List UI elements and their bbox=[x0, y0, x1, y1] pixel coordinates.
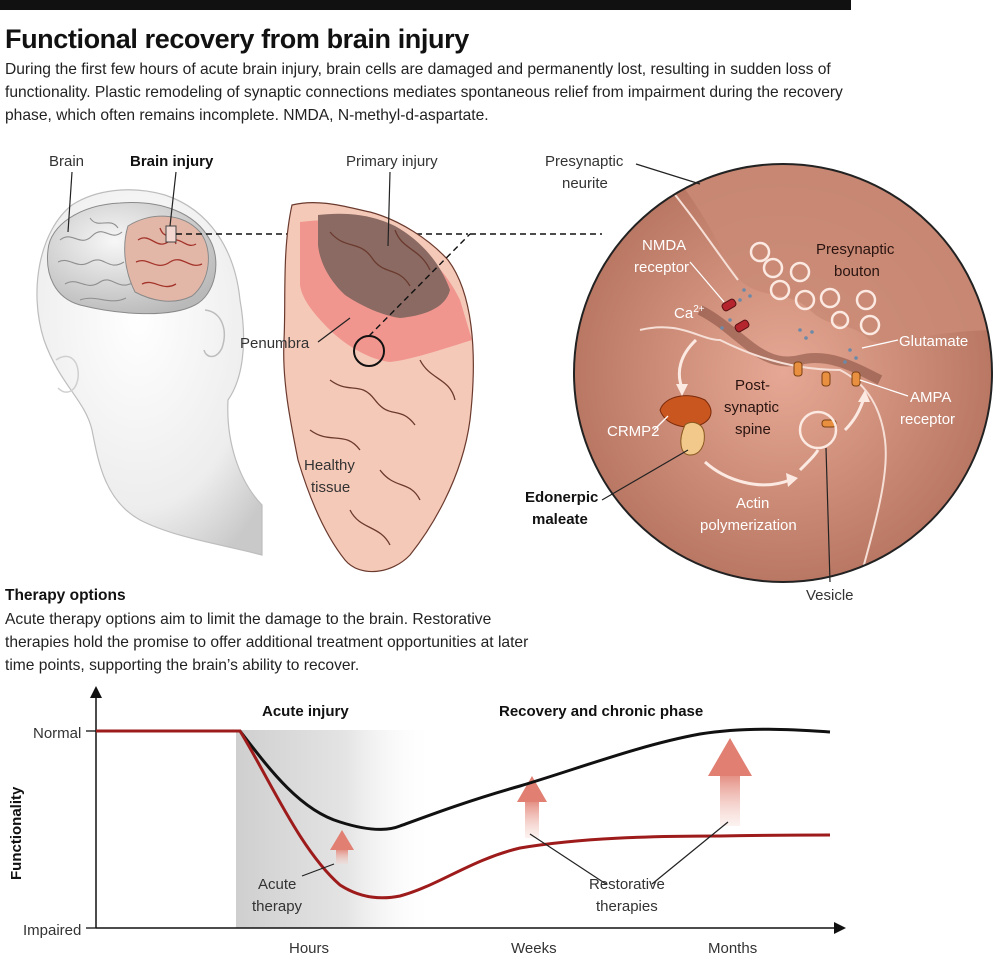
therapy-title: Therapy options bbox=[5, 587, 126, 604]
y-label-impaired: Impaired bbox=[23, 922, 81, 939]
y-axis-arrow bbox=[90, 686, 102, 698]
leader-acute-therapy bbox=[301, 863, 335, 877]
label-presynaptic-neurite-2: neurite bbox=[562, 175, 608, 192]
label-penumbra: Penumbra bbox=[240, 335, 310, 352]
label-calcium: Ca2+ bbox=[674, 304, 705, 322]
functionality-graph bbox=[86, 686, 846, 934]
label-presynaptic-neurite-1: Presynaptic bbox=[545, 153, 624, 170]
leader-edonerpic bbox=[601, 449, 689, 501]
label-actin-1: Actin bbox=[736, 495, 769, 512]
leader-ampa bbox=[859, 379, 909, 397]
curve-without-therapy bbox=[96, 729, 831, 900]
label-vesicle: Vesicle bbox=[806, 587, 854, 604]
label-actin-2: polymerization bbox=[700, 517, 797, 534]
x-axis-arrow bbox=[834, 922, 846, 934]
figure-title: Functional recovery from brain injury bbox=[5, 24, 469, 54]
leader-nmda bbox=[689, 261, 725, 303]
leader-brain bbox=[67, 171, 73, 233]
label-bouton-1: Presynaptic bbox=[816, 241, 895, 258]
label-healthy-1: Healthy bbox=[304, 457, 355, 474]
leader-crmp2 bbox=[653, 415, 669, 431]
label-glutamate: Glutamate bbox=[899, 333, 968, 350]
label-restorative-1: Restorative bbox=[589, 876, 665, 893]
leader-primary-injury bbox=[387, 171, 391, 247]
label-restorative-2: therapies bbox=[596, 898, 658, 915]
y-axis-title: Functionality bbox=[8, 786, 25, 880]
label-edonerpic-1: Edonerpic bbox=[525, 489, 598, 506]
x-tick-months: Months bbox=[708, 940, 757, 957]
label-spine-2: synaptic bbox=[724, 399, 780, 416]
phase-label-recovery: Recovery and chronic phase bbox=[499, 703, 703, 720]
label-crmp2: CRMP2 bbox=[607, 423, 660, 440]
label-ampa-1: AMPA bbox=[910, 389, 951, 406]
leader-vesicle bbox=[825, 447, 831, 583]
zoom-line-2 bbox=[368, 233, 471, 337]
leader-restorative-weeks bbox=[529, 833, 607, 885]
label-nmda-1: NMDA bbox=[642, 237, 686, 254]
x-tick-weeks: Weeks bbox=[511, 940, 557, 957]
leader-penumbra bbox=[317, 317, 351, 343]
top-rule bbox=[0, 0, 851, 10]
label-acute-therapy-1: Acute bbox=[258, 876, 296, 893]
label-primary-injury: Primary injury bbox=[346, 153, 438, 170]
x-tick-hours: Hours bbox=[289, 940, 329, 957]
label-edonerpic-2: maleate bbox=[532, 511, 588, 528]
therapy-text: Acute therapy options aim to limit the d… bbox=[5, 611, 529, 674]
label-spine-3: spine bbox=[735, 421, 771, 438]
leader-restorative-months bbox=[651, 821, 729, 885]
label-brain-injury: Brain injury bbox=[130, 153, 214, 170]
leader-brain-injury bbox=[169, 171, 177, 227]
restorative-arrow-weeks bbox=[517, 776, 547, 838]
label-nmda-2: receptor bbox=[634, 259, 689, 276]
label-bouton-2: bouton bbox=[834, 263, 880, 280]
label-ampa-2: receptor bbox=[900, 411, 955, 428]
brain-slice bbox=[283, 201, 474, 573]
head-illustration bbox=[36, 189, 263, 556]
leader-glutamate bbox=[861, 339, 899, 349]
leader-presynaptic-neurite bbox=[635, 163, 701, 185]
acute-therapy-arrow bbox=[330, 830, 354, 864]
label-acute-therapy-2: therapy bbox=[252, 898, 303, 915]
phase-label-acute: Acute injury bbox=[262, 703, 349, 720]
label-spine-1: Post- bbox=[735, 377, 770, 394]
intro-text: During the first few hours of acute brai… bbox=[5, 61, 843, 124]
label-healthy-2: tissue bbox=[311, 479, 350, 496]
label-brain: Brain bbox=[49, 153, 84, 170]
restorative-arrow-months bbox=[708, 738, 752, 826]
curve-with-therapy bbox=[96, 727, 831, 831]
y-label-normal: Normal bbox=[33, 725, 81, 742]
